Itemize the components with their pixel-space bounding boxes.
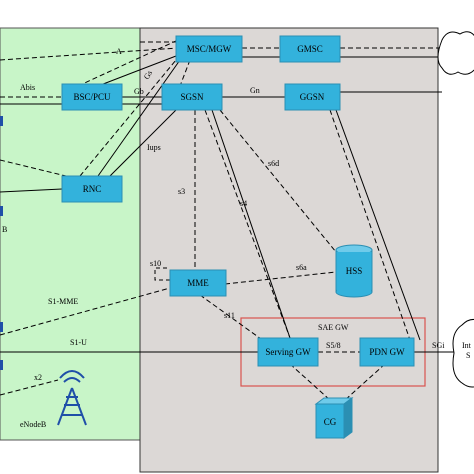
label-s1-mme: S1-MME (48, 297, 78, 306)
link-left-rnc-dashed (0, 159, 67, 177)
link-s4 (204, 109, 291, 339)
label-s1-u: S1-U (70, 338, 87, 347)
link-left-rnc (0, 188, 63, 193)
label-s6a: s6a (296, 263, 307, 272)
internet-cloud (437, 31, 474, 75)
link-bsc-msc-dashed (77, 39, 179, 87)
node-hss[interactable]: HSS (335, 244, 373, 298)
node-ggsn[interactable] (284, 83, 341, 111)
node-sgsn[interactable] (161, 83, 223, 111)
link-ggsn-pdngw-dashed (329, 109, 411, 341)
label-sae-gw: SAE GW (318, 323, 349, 332)
label-s6d: s6d (268, 159, 279, 168)
label-s3: s3 (178, 187, 185, 196)
node-rnc[interactable] (61, 175, 123, 203)
label-iups: Iups (147, 143, 161, 152)
label-s10: s10 (150, 259, 161, 268)
link-rnc-msc (97, 59, 181, 177)
node-rnc-label: RNC (83, 184, 102, 194)
node-bsc-pcu[interactable] (61, 83, 123, 111)
node-msc-mgw[interactable] (175, 35, 243, 63)
label-a: A (116, 47, 122, 56)
label-internet-2: S (466, 351, 470, 360)
label-s11: s11 (224, 311, 235, 320)
link-rnc-sgsn (109, 107, 179, 177)
label-s4: s4 (240, 199, 247, 208)
node-pdn-gw[interactable] (359, 337, 415, 367)
link-s11 (199, 294, 269, 345)
link-s6d (219, 109, 337, 253)
label-gb: Gb (134, 87, 144, 96)
link-s1-mme (0, 287, 171, 336)
label-gn: Gn (250, 86, 260, 95)
label-x2: x2 (34, 373, 42, 382)
link-sgw-cg (289, 363, 331, 401)
link-s6a (224, 271, 337, 285)
link-bsc-msc-solid (97, 55, 177, 87)
node-serving-gw-label: Serving GW (265, 347, 311, 357)
node-mme[interactable] (169, 269, 227, 297)
node-serving-gw[interactable] (257, 337, 319, 367)
antenna-icons (0, 116, 3, 370)
link-s10 (154, 267, 170, 281)
label-abis: Abis (20, 83, 35, 92)
label-gs: Gs (142, 69, 154, 81)
label-internet-1: Int (462, 341, 472, 350)
link-rnc-msc-dashed (79, 59, 177, 177)
node-cg-label: CG (324, 417, 337, 427)
node-hss-label: HSS (346, 266, 363, 276)
node-gmsc-label: GMSC (297, 44, 323, 54)
link-ggsn-pdngw (335, 109, 421, 341)
node-mme-label: MME (187, 278, 209, 288)
node-ggsn-label: GGSN (300, 92, 325, 102)
link-pdngw-cg (344, 363, 386, 401)
label-sgi: SGi (432, 341, 445, 350)
label-enodeb: eNodeB (20, 420, 46, 429)
node-bsc-pcu-label: BSC/PCU (73, 92, 111, 102)
link-a (0, 47, 179, 61)
node-pdn-gw-label: PDN GW (369, 347, 405, 357)
internet-cloud-2 (452, 319, 474, 388)
node-msc-mgw-label: MSC/MGW (187, 44, 232, 54)
link-gs (179, 59, 191, 87)
node-cg[interactable]: CG (314, 397, 354, 439)
link-x2 (0, 379, 59, 396)
node-sgsn-label: SGSN (180, 92, 204, 102)
link-sgsn-sgw (211, 109, 291, 339)
label-b: B (2, 225, 7, 234)
node-gmsc[interactable] (279, 35, 341, 63)
enodeb-tower-icon (57, 370, 87, 426)
label-s5-8: S5/8 (326, 341, 341, 350)
